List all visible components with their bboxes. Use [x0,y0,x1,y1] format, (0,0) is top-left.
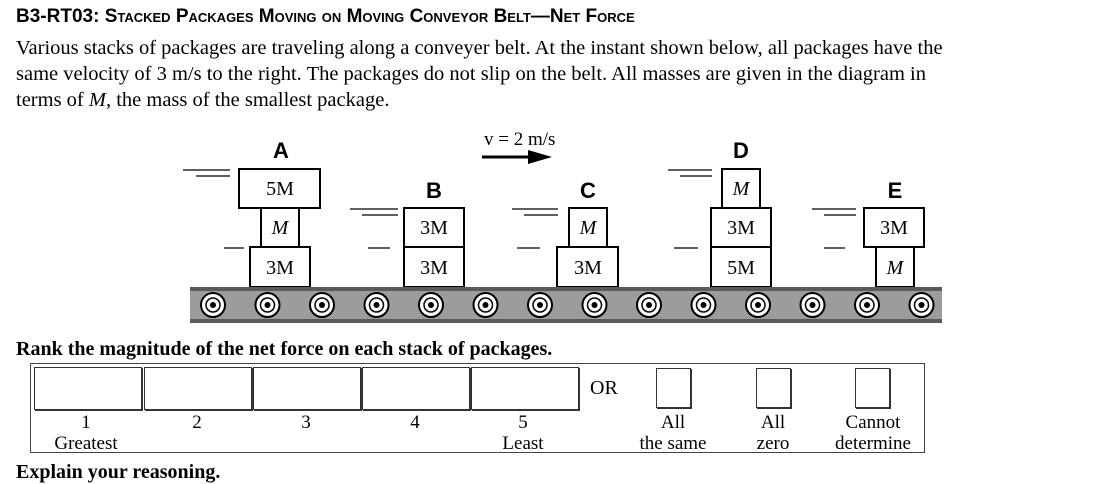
stack-e-bottom-package [875,246,915,288]
stack-d-middle-package [710,207,772,248]
stack-d: D M 3M 5M [710,138,772,288]
cannot-determine-label: Cannot determine [835,412,911,454]
problem-heading: Stacked Packages Moving on Moving Convey… [104,6,635,27]
conveyor-diagram: v = 2 m/s A 5M M 3M B 3M 3M C M [183,129,942,323]
rank-label-4: 4 [410,412,420,433]
rank-box-4[interactable] [362,367,470,410]
conveyor-roller [527,292,553,318]
problem-statement: Various stacks of packages are traveling… [16,35,1086,113]
stack-e-letter: E [888,178,903,203]
rank-label-3: 3 [301,412,311,433]
all-same-label: All the same [639,412,707,454]
rank-box-3[interactable] [253,367,361,410]
rank-box-2[interactable] [144,367,252,410]
stack-d-top-mass: M [732,178,751,200]
stack-e-top-mass: 3M [880,217,908,239]
rank-box-1[interactable] [34,367,142,410]
stack-b: B 3M 3M [403,178,465,288]
stack-a-top-mass: 5M [266,178,294,200]
explain-prompt: Explain your reasoning. [16,461,221,483]
problem-title: B3-RT03: Stacked Packages Moving on Movi… [16,6,635,28]
statement-line-2: same velocity of 3 m/s to the right. The… [16,63,926,85]
answer-area [30,363,925,453]
or-label: OR [590,377,618,399]
cannot-determine-box[interactable] [855,368,890,408]
conveyor-roller [581,292,608,318]
stack-a-middle-mass: M [271,217,290,239]
conveyor-roller [745,292,771,318]
statement-line-1: Various stacks of packages are traveling… [16,37,943,59]
rank-label-5: 5 Least [480,412,566,454]
conveyor-roller [200,292,226,318]
all-zero-label: All zero [756,412,790,454]
conveyor-roller [472,292,499,318]
conveyor-roller [418,292,444,318]
stack-e-top-package [863,207,925,248]
mass-variable: M, [88,89,112,111]
ranking-question: Rank the magnitude of the net force on e… [16,338,553,360]
conveyor-roller [908,292,935,318]
stack-b-top-package [403,207,465,248]
stack-b-letter: B [426,178,442,203]
stack-e: E 3M M [863,178,925,288]
conveyor-roller [254,292,281,318]
velocity-label: v = 2 m/s [484,129,555,150]
conveyor-roller [690,292,717,318]
stack-d-bottom-mass: 5M [727,257,755,279]
stack-c-bottom-package [556,246,619,288]
greatest-label: Greatest [54,433,118,454]
stack-c-top-mass: M [579,217,598,239]
conveyor-roller [636,292,662,318]
stack-b-top-mass: 3M [420,217,448,239]
stack-c: C M 3M [556,178,619,288]
stack-a: A 5M M 3M [238,138,321,288]
stack-c-top-package [568,207,608,248]
conveyor-roller [309,292,335,318]
conveyor-roller [363,292,390,318]
conveyor-belt [190,287,942,323]
rank-label-2: 2 [192,412,202,433]
conveyor-roller [799,292,826,318]
all-same-box[interactable] [656,368,691,408]
stack-a-bottom-mass: 3M [266,257,294,279]
rank-label-1: 1 Greatest [40,412,132,454]
stack-e-bottom-mass: M [886,257,905,279]
stack-d-letter: D [733,138,749,163]
problem-code: B3-RT03: [16,6,100,27]
velocity-arrow [482,150,552,164]
rank-box-5[interactable] [471,367,579,410]
stack-b-bottom-package [403,246,465,288]
stack-c-letter: C [580,178,596,203]
statement-line-3: terms of M, the mass of the smallest pac… [16,89,390,111]
motion-lines [183,169,856,249]
stack-a-letter: A [273,138,289,163]
all-zero-box[interactable] [756,368,791,408]
stack-d-middle-mass: 3M [727,217,755,239]
least-label: Least [502,433,544,454]
stack-b-bottom-mass: 3M [420,257,448,279]
conveyor-roller [854,292,880,318]
stack-c-bottom-mass: 3M [574,257,602,279]
